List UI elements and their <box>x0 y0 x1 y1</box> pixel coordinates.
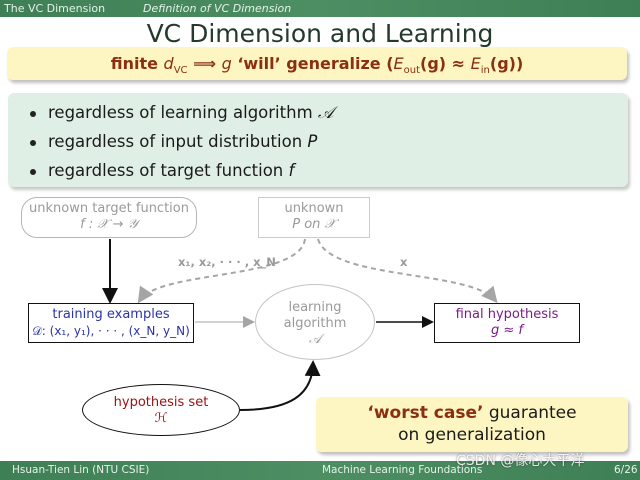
final-line2: g ≈ f <box>491 323 523 338</box>
nav-section-link[interactable]: The VC Dimension <box>4 2 106 15</box>
training-line2: 𝒟: (x₁, y₁), · · · , (x_N, y_N) <box>32 324 190 338</box>
training-line1: training examples <box>52 307 170 322</box>
headline-g: g <box>221 54 232 73</box>
unknown-target-node: unknown target function f : 𝒳 → 𝒴 <box>21 197 197 238</box>
worst-line1-rest: guarantee <box>483 403 577 423</box>
worst-case-emphasis: ‘worst case’ <box>367 403 484 423</box>
bullet-symbol: 𝒜 <box>317 103 334 122</box>
footer-course: Machine Learning Foundations <box>322 464 483 476</box>
bullet-item: regardless of input distribution P <box>30 130 317 154</box>
headline-prefix: finite <box>110 54 164 73</box>
headline-g2: (g) ≈ <box>420 54 471 73</box>
bullet-dot-icon <box>30 110 36 117</box>
headline-end: (g)) <box>489 54 524 73</box>
final-line1: final hypothesis <box>455 307 559 322</box>
worst-line2: on generalization <box>398 425 546 445</box>
bullet-dot-icon <box>30 168 36 175</box>
training-examples-node: training examples 𝒟: (x₁, y₁), · · · , (… <box>28 303 194 343</box>
headline-eout: E <box>393 54 404 73</box>
headline-mid: ‘will’ generalize ( <box>231 54 394 73</box>
unknown-distribution-node: unknown P on 𝒳 <box>258 197 370 238</box>
final-hypothesis-node: final hypothesis g ≈ f <box>434 303 580 343</box>
bullet-text: regardless of input distribution <box>48 132 308 151</box>
bullet-symbol: P <box>307 132 318 151</box>
samples-edge-label: x₁, x₂, · · · , x_N <box>178 255 276 269</box>
bullet-item: regardless of learning algorithm 𝒜 <box>30 101 334 125</box>
learning-line1: learning <box>288 300 342 315</box>
bullet-item: regardless of target function f <box>30 159 294 183</box>
target-line2: f : 𝒳 → 𝒴 <box>80 217 138 232</box>
headline-d: d <box>163 54 174 73</box>
target-line1: unknown target function <box>29 201 189 216</box>
headline-out-sub: out <box>403 65 421 77</box>
footer-author: Hsuan-Tien Lin (NTU CSIE) <box>12 464 150 476</box>
headline-arrow: ⟹ <box>187 54 222 73</box>
headline-vc-sub: VC <box>173 65 188 77</box>
bullet-text: regardless of learning algorithm <box>48 103 318 122</box>
conditions-box: regardless of learning algorithm 𝒜 regar… <box>8 93 628 187</box>
hyp-line1: hypothesis set <box>113 395 209 410</box>
watermark: CSDN @像心大平洋 <box>456 453 585 469</box>
learning-line3: 𝒜 <box>308 332 322 347</box>
dist-line1: unknown <box>284 201 344 216</box>
footer-bar: Hsuan-Tien Lin (NTU CSIE) Machine Learni… <box>0 461 640 480</box>
bullet-text: regardless of target function <box>48 161 289 180</box>
footer-page-number: 6/26 <box>614 464 638 476</box>
learning-line2: algorithm <box>283 316 347 331</box>
hyp-line2: ℋ <box>154 411 168 426</box>
headline-ein: E <box>470 54 481 73</box>
bullet-symbol: f <box>288 161 295 180</box>
headline-callout: finite dVC ⟹ g ‘will’ generalize (Eout(g… <box>7 47 627 80</box>
header-bar: The VC Dimension Definition of VC Dimens… <box>0 0 640 17</box>
edge-dist-to-final <box>317 238 498 304</box>
slide-title: VC Dimension and Learning <box>146 19 494 48</box>
worst-line1: ‘worst case’ guarantee <box>316 402 628 424</box>
dist-line2: P on 𝒳 <box>292 217 336 232</box>
edge-dist-to-training <box>137 238 306 304</box>
hypothesis-set-node: hypothesis set ℋ <box>82 384 240 436</box>
worst-case-callout: ‘worst case’ guarantee on generalization <box>316 397 628 452</box>
headline-in-sub: in <box>480 65 490 77</box>
learning-algorithm-node: learning algorithm 𝒜 <box>255 284 375 360</box>
nav-subsection-link[interactable]: Definition of VC Dimension <box>143 2 292 15</box>
edge-hyp-to-learning <box>239 360 321 411</box>
bullet-dot-icon <box>30 139 36 146</box>
x-edge-label: x <box>400 255 408 269</box>
